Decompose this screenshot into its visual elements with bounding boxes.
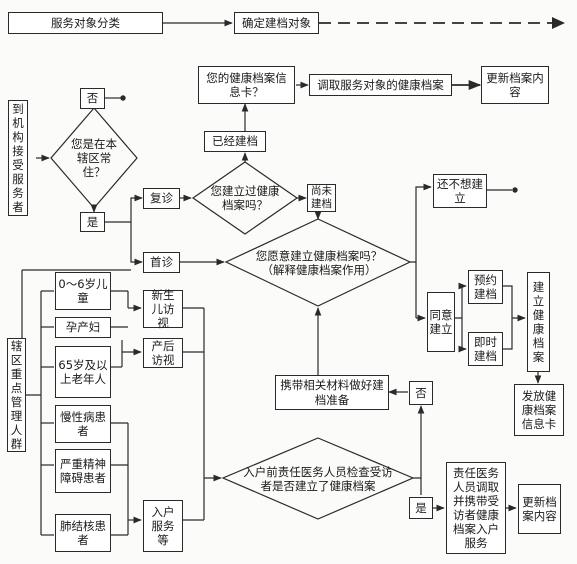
group-item: 65岁及以上老年人 (55, 346, 111, 398)
header-confirm-box: 确定建档对象 (234, 12, 319, 34)
group-item: 严重精神障碍患者 (55, 449, 111, 493)
issue-card-box: 发放健康档案信息卡 (514, 384, 564, 436)
residency-no-box: 否 (80, 88, 105, 109)
record-check-diamond (191, 161, 299, 235)
postpartum-visit-box: 产后访视 (143, 338, 183, 368)
established-box: 已经建档 (204, 131, 266, 152)
not-yet-box: 还不想建立 (433, 174, 487, 208)
first-visit-box: 首诊 (143, 252, 180, 273)
retrieve-carry-box: 责任医务人员调取并携带受访者健康档案入户服务 (446, 462, 506, 554)
not-established-box: 尚未建档 (307, 184, 336, 212)
home-service-box: 入户服务等 (143, 500, 183, 552)
immediate-box: 即时建档 (468, 332, 503, 366)
group-item: 肺结核患者 (55, 514, 111, 552)
agree-box: 同意建立 (427, 292, 455, 352)
header-classify-box: 服务对象分类 (8, 12, 163, 34)
appointment-box: 预约建档 (468, 270, 503, 304)
card-question-box: 您的健康档案信息卡？ (198, 66, 295, 104)
create-record-box: 建立健康档案 (527, 272, 550, 372)
prepare-materials-box: 携带相关材料做好建档准备 (275, 375, 389, 410)
residency-question: 您是在本辖区常住？ (71, 136, 117, 179)
group-item: 0～6岁儿童 (55, 272, 111, 310)
home-check-diamond (221, 437, 415, 520)
newborn-visit-box: 新生儿访视 (143, 288, 183, 330)
group-item: 慢性病患者 (55, 405, 111, 443)
return-visit-box: 复诊 (143, 188, 180, 209)
home-check-no-box: 否 (409, 381, 433, 405)
willing-diamond (224, 218, 412, 307)
home-check-yes-box: 是 (409, 497, 433, 519)
retrieve-record-box: 调取服务对象的健康档案 (309, 74, 452, 96)
willing-question: 您愿意建立健康档案吗？（解释健康档案作用） (255, 248, 383, 277)
record-check-question: 您建立过健康档案吗？ (210, 183, 280, 212)
residency-yes-box: 是 (80, 212, 105, 232)
key-groups-label-box: 辖区重点管理人群 (7, 338, 26, 452)
update-record-box: 更新档案内容 (481, 66, 549, 104)
group-item: 孕产妇 (55, 317, 111, 338)
arrival-label-box: 到机构接受服务者 (8, 100, 28, 216)
home-update-box: 更新档案内容 (518, 484, 561, 534)
home-check-question: 入户前责任医务人员检查受访者是否建立了健康档案 (243, 464, 393, 493)
